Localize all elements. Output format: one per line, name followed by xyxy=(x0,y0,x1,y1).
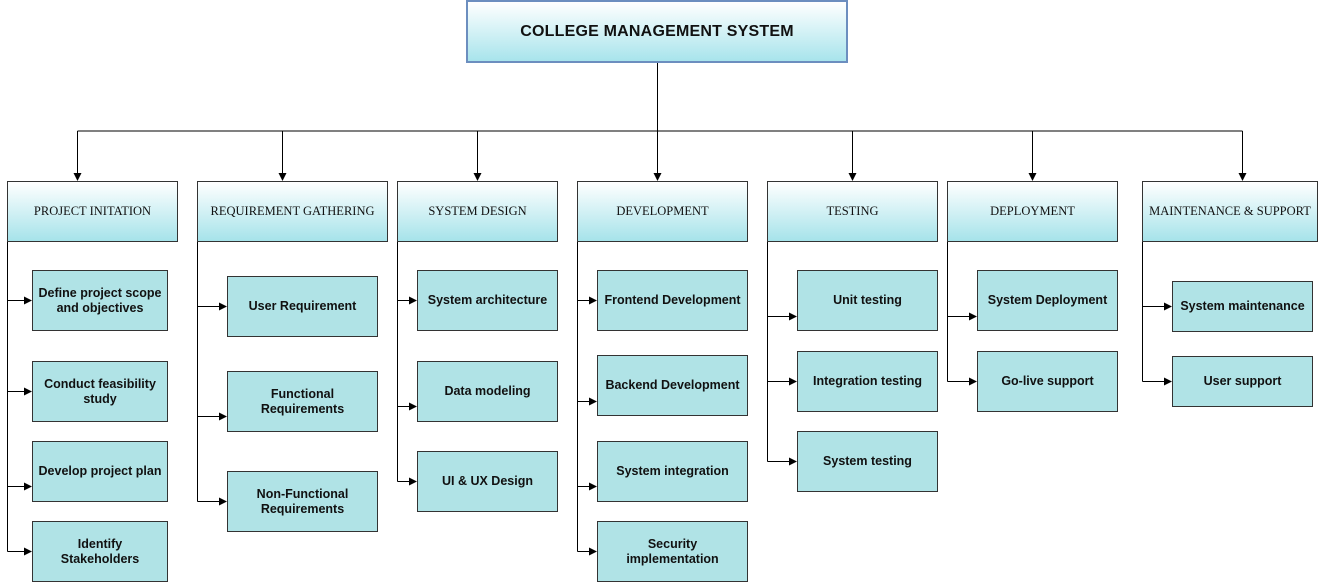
task-node: Security implementation xyxy=(597,521,748,582)
phase-maintenance-support: MAINTENANCE & SUPPORT xyxy=(1142,181,1318,242)
task-node: Data modeling xyxy=(417,361,558,422)
task-node: User support xyxy=(1172,356,1313,407)
phase-label: DEPLOYMENT xyxy=(990,204,1075,218)
task-node: System maintenance xyxy=(1172,281,1313,332)
task-node: Go-live support xyxy=(977,351,1118,412)
task-node: System testing xyxy=(797,431,938,492)
task-node: Conduct feasibility study xyxy=(32,361,168,422)
task-node: Integration testing xyxy=(797,351,938,412)
task-node: System integration xyxy=(597,441,748,502)
task-node: Define project scope and objectives xyxy=(32,270,168,331)
task-node: Unit testing xyxy=(797,270,938,331)
phase-label: SYSTEM DESIGN xyxy=(428,204,527,218)
task-node: Frontend Development xyxy=(597,270,748,331)
task-node: Functional Requirements xyxy=(227,371,378,432)
task-node: Identify Stakeholders xyxy=(32,521,168,582)
phase-label: PROJECT INITATION xyxy=(33,204,152,218)
phase-development: DEVELOPMENT xyxy=(577,181,748,242)
phase-system-design: SYSTEM DESIGN xyxy=(397,181,558,242)
task-node: System Deployment xyxy=(977,270,1118,331)
task-node: Non-Functional Requirements xyxy=(227,471,378,532)
root-title: COLLEGE MANAGEMENT SYSTEM xyxy=(520,22,794,40)
task-node: UI & UX Design xyxy=(417,451,558,512)
phase-label: REQUIREMENT GATHERING xyxy=(210,204,375,218)
phase-requirement-gathering: REQUIREMENT GATHERING xyxy=(197,181,388,242)
task-node: User Requirement xyxy=(227,276,378,337)
phase-label: MAINTENANCE & SUPPORT xyxy=(1149,204,1311,218)
task-node: Backend Development xyxy=(597,355,748,416)
phase-testing: TESTING xyxy=(767,181,938,242)
phase-label: TESTING xyxy=(826,204,879,218)
phase-project-initation: PROJECT INITATION xyxy=(7,181,178,242)
phase-label: DEVELOPMENT xyxy=(616,204,709,218)
phase-deployment: DEPLOYMENT xyxy=(947,181,1118,242)
root-node: COLLEGE MANAGEMENT SYSTEM xyxy=(466,0,848,63)
task-node: Develop project plan xyxy=(32,441,168,502)
task-node: System architecture xyxy=(417,270,558,331)
